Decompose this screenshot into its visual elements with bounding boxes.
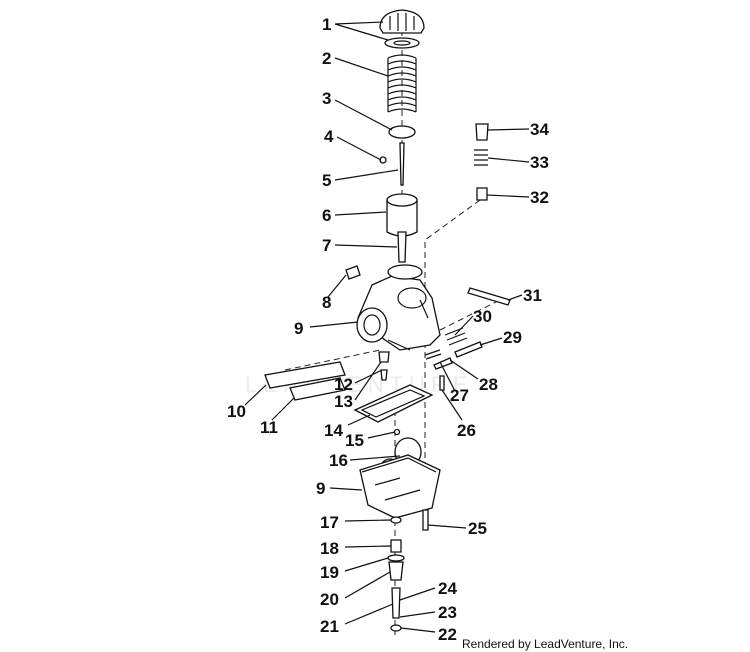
callout-31: 31	[523, 286, 542, 305]
spring-part	[387, 54, 417, 113]
callout-9-lower: 9	[316, 479, 325, 498]
callout-21: 21	[320, 617, 339, 636]
callout-25: 25	[468, 519, 487, 538]
shaft-part	[467, 287, 511, 306]
callout-2: 2	[322, 49, 331, 68]
callout-19: 19	[320, 563, 339, 582]
callout-16: 16	[329, 451, 348, 470]
leader-lines	[244, 21, 530, 633]
throttle-valve-part	[386, 193, 418, 237]
carburetor-body-part	[356, 264, 441, 351]
callout-34: 34	[530, 120, 549, 139]
callout-24: 24	[438, 579, 457, 598]
callout-26: 26	[457, 421, 476, 440]
gasket-plates-parts	[264, 361, 346, 401]
callout-22: 22	[438, 625, 457, 644]
callout-29: 29	[503, 328, 522, 347]
callout-5: 5	[322, 171, 331, 190]
float-bowl-part	[359, 454, 441, 519]
callout-10: 10	[227, 402, 246, 421]
callout-1: 1	[322, 15, 331, 34]
callout-32: 32	[530, 188, 549, 207]
plug-part	[345, 265, 361, 280]
needle-part	[399, 142, 405, 186]
callout-30: 30	[473, 307, 492, 326]
callout-13: 13	[334, 392, 353, 411]
callout-20: 20	[320, 590, 339, 609]
callout-7: 7	[322, 236, 331, 255]
callout-12: 12	[334, 375, 353, 394]
needle-jet-part	[397, 231, 407, 263]
callout-27: 27	[450, 386, 469, 405]
small-jets-parts	[378, 351, 390, 381]
pilot-parts	[474, 123, 489, 201]
retainer-plate-part	[388, 125, 416, 139]
vent-axis-line	[284, 349, 381, 371]
callout-labels: 1 2 3 4 5 6 7 8 9 30 29 31 32 33 34 10 1…	[227, 15, 549, 644]
callout-6: 6	[322, 206, 331, 225]
cap-part	[379, 9, 425, 49]
callout-23: 23	[438, 603, 457, 622]
callout-15: 15	[345, 431, 364, 450]
lower-jet-stack-parts	[387, 516, 405, 632]
footer-credit: Rendered by LeadVenture, Inc.	[462, 637, 628, 651]
callout-9-upper: 9	[294, 319, 303, 338]
drain-screw-part	[422, 509, 429, 531]
callout-33: 33	[530, 153, 549, 172]
callout-14: 14	[324, 421, 343, 440]
callout-11: 11	[260, 418, 278, 437]
float-gasket-inner	[360, 389, 426, 418]
callout-28: 28	[479, 375, 498, 394]
callout-4: 4	[324, 127, 334, 146]
pilot-axis-line	[424, 199, 481, 525]
shaft-axis-line	[439, 299, 501, 331]
float-pin-part	[393, 428, 401, 436]
adjust-screws-parts	[424, 327, 483, 391]
float-gasket-part	[353, 384, 434, 423]
callout-17: 17	[320, 513, 339, 532]
callout-3: 3	[322, 89, 331, 108]
callout-18: 18	[320, 539, 339, 558]
callout-8: 8	[322, 293, 331, 312]
